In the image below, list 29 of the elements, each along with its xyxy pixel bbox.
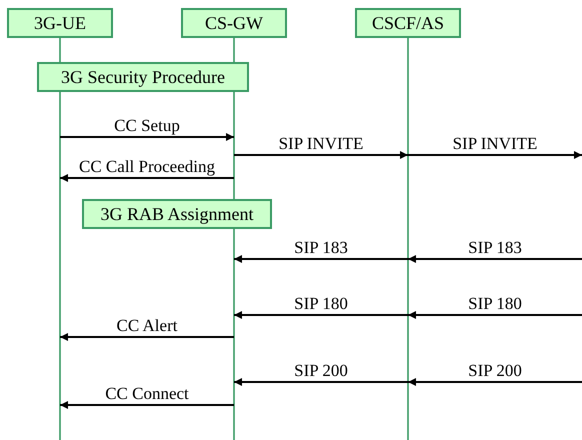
message-arrow — [60, 333, 234, 341]
edge-label: CC Connect — [104, 385, 190, 402]
edge-label: SIP 183 — [467, 239, 523, 256]
participant-box: CSCF/AS — [355, 8, 461, 38]
edge-label: SIP 180 — [467, 295, 523, 312]
edge-label: CC Setup — [113, 117, 181, 134]
procedure-box: 3G RAB Assignment — [82, 199, 272, 229]
participant-box: 3G-UE — [7, 8, 113, 38]
message-arrow — [408, 151, 582, 159]
procedure-box: 3G Security Procedure — [37, 62, 249, 92]
edge-label: CC Call Proceeding — [78, 158, 216, 175]
edge-label: SIP 180 — [293, 295, 349, 312]
message-arrow — [60, 133, 234, 141]
edge-label: SIP 200 — [467, 362, 523, 379]
message-arrow — [60, 401, 234, 409]
message-arrow — [408, 255, 582, 263]
edge-label: SIP INVITE — [278, 135, 364, 152]
message-arrow — [408, 311, 582, 319]
message-arrow — [408, 378, 582, 386]
message-arrow — [60, 174, 234, 182]
edge-label: CC Alert — [116, 317, 178, 334]
edge-label: SIP 200 — [293, 362, 349, 379]
participant-box: CS-GW — [181, 8, 287, 38]
edge-label: SIP 183 — [293, 239, 349, 256]
message-arrow — [234, 311, 408, 319]
message-arrow — [234, 378, 408, 386]
message-arrow — [234, 151, 408, 159]
message-arrow — [234, 255, 408, 263]
edge-label: SIP INVITE — [452, 135, 538, 152]
